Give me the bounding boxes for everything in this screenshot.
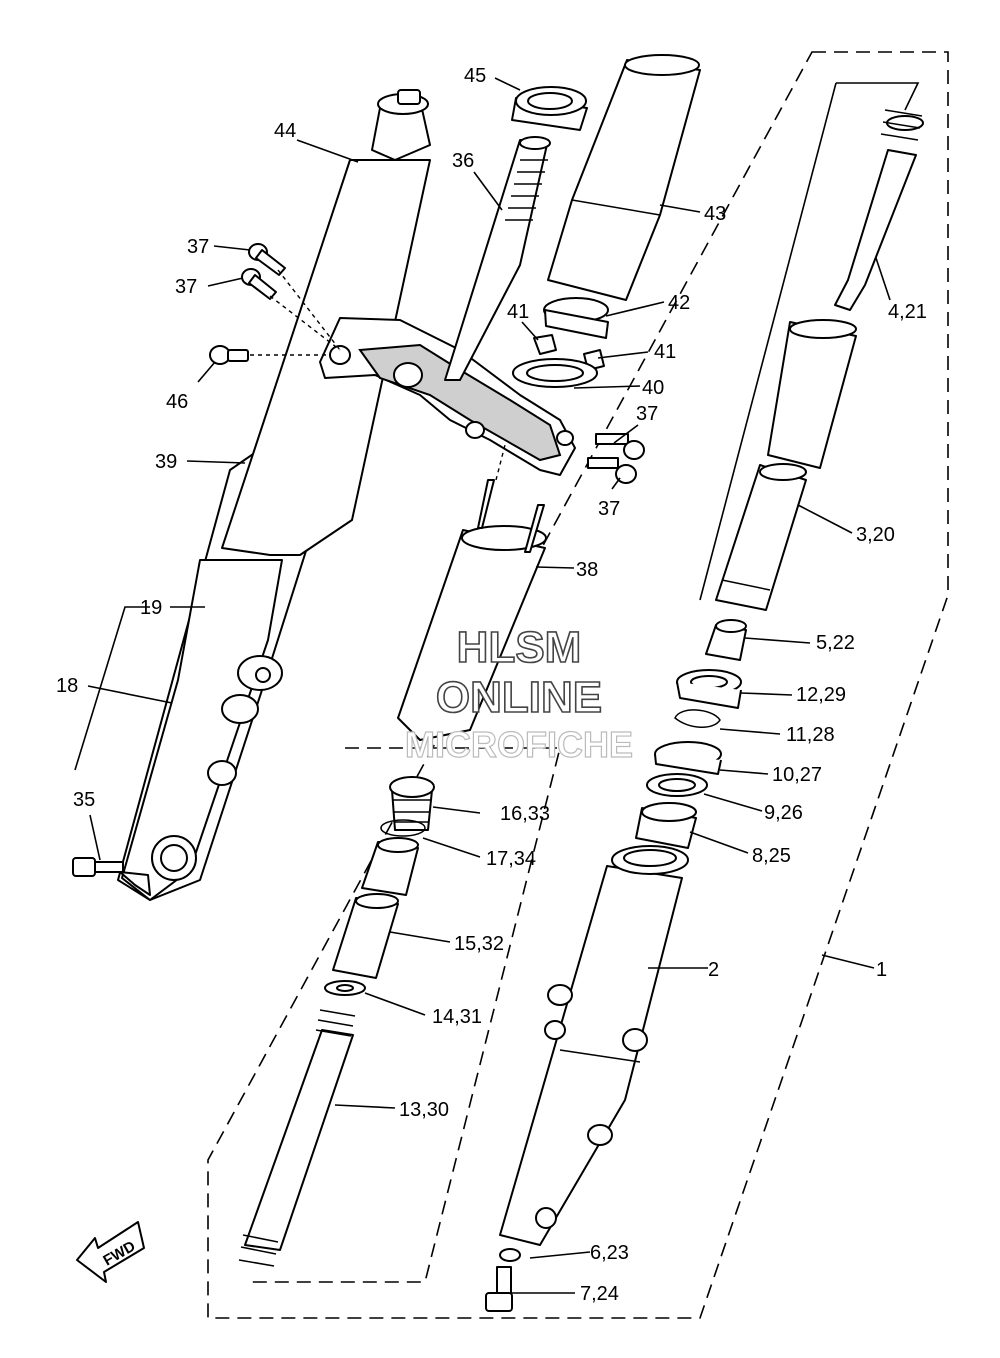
bushing-5: [705, 619, 747, 661]
callout-13-30: 13,30: [399, 1099, 449, 1121]
leader-lines: [74, 77, 891, 1294]
watermark-line3: MICROFICHE: [405, 724, 633, 765]
callout-38: 38: [576, 559, 598, 581]
callout-37-b: 37: [175, 276, 197, 298]
callout-44: 44: [274, 120, 296, 142]
ring-9: [646, 773, 708, 797]
damper-assembly-boundary: [245, 747, 562, 1283]
damper-rod-4: [834, 109, 924, 311]
bolt-37-upper-a: [248, 243, 286, 276]
spindle-36: [444, 136, 551, 381]
watermark-line1: HLSM: [457, 623, 582, 672]
tube-3a: [767, 319, 857, 469]
callout-19: 19: [140, 597, 162, 619]
cover-43: [547, 54, 701, 301]
callout-45: 45: [464, 65, 486, 87]
callout-39: 39: [155, 451, 177, 473]
callout-15-32: 15,32: [454, 933, 504, 955]
callout-11-28: 11,28: [786, 724, 835, 746]
o-ring-17: [380, 819, 426, 837]
tube-3b: [715, 463, 807, 611]
bolt-35: [72, 857, 124, 877]
callout-35: 35: [73, 789, 95, 811]
bushing-8: [635, 802, 697, 849]
left-fork-leg: [117, 89, 431, 901]
callout-12-29: 12,29: [796, 684, 846, 706]
callout-2: 2: [708, 959, 719, 981]
callout-16-33: 16,33: [500, 803, 550, 825]
callout-37-c: 37: [636, 403, 658, 425]
bolt-37-right-b: [587, 457, 637, 484]
plate-40: [512, 358, 598, 388]
callout-37-a: 37: [187, 236, 209, 258]
spring-13: [238, 1009, 356, 1267]
callout-40: 40: [642, 377, 664, 399]
callout-42: 42: [668, 292, 690, 314]
triple-clamp-bracket: [319, 317, 576, 476]
callout-10-27: 10,27: [772, 764, 822, 786]
callout-41-a: 41: [507, 301, 529, 323]
nut-41-left: [533, 334, 557, 355]
bolt-7: [485, 1266, 513, 1312]
callout-14-31: 14,31: [432, 1006, 482, 1028]
callout-17-34: 17,34: [486, 848, 536, 870]
nut-42: [543, 297, 609, 339]
callout-5-22: 5,22: [816, 632, 855, 654]
collar-15b: [332, 893, 399, 979]
fwd-arrow-icon: [76, 1221, 145, 1283]
washer-10: [654, 741, 722, 775]
callout-37-d: 37: [598, 498, 620, 520]
seal-12: [676, 669, 742, 709]
callout-6-23: 6,23: [590, 1242, 629, 1264]
callout-7-24: 7,24: [580, 1283, 619, 1305]
bolt-37-right-a: [595, 433, 645, 460]
watermark-line2: ONLINE: [436, 673, 602, 722]
bolt-46: [209, 345, 249, 365]
clip-11: [674, 709, 721, 728]
tube-38: [397, 479, 547, 741]
callout-3-20: 3,20: [856, 524, 895, 546]
callout-8-25: 8,25: [752, 845, 791, 867]
bolt-37-upper-b: [241, 268, 277, 300]
callout-4-21: 4,21: [888, 301, 927, 323]
callout-36: 36: [452, 150, 474, 172]
collar-15a: [361, 837, 419, 896]
bearing-45: [511, 86, 588, 131]
callout-9-26: 9,26: [764, 802, 803, 824]
outer-tube-2: [499, 845, 689, 1246]
washer-6: [499, 1248, 521, 1262]
assembly-1-boundary: [207, 51, 949, 1319]
callout-41-b: 41: [654, 341, 676, 363]
cap-bolt-16: [389, 776, 435, 831]
washer-14: [324, 980, 366, 996]
callout-1: 1: [876, 959, 887, 981]
callout-43: 43: [704, 203, 726, 225]
callout-18: 18: [56, 675, 78, 697]
callout-46: 46: [166, 391, 188, 413]
